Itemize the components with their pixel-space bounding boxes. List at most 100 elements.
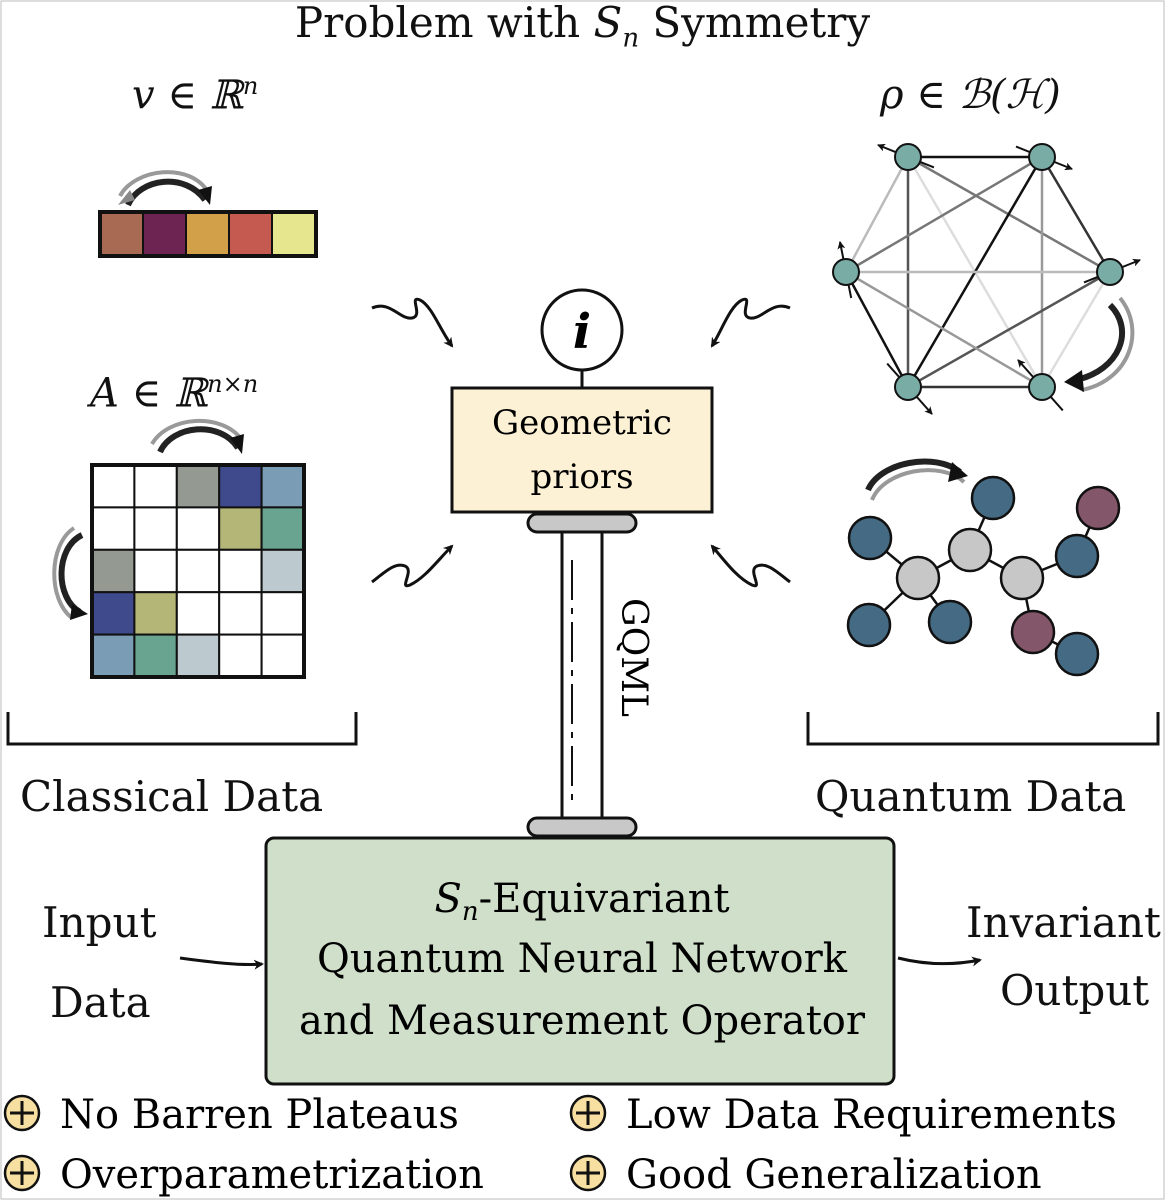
quantum-data-label: Quantum Data	[815, 772, 1127, 821]
benefit-text: Good Generalization	[626, 1152, 1042, 1198]
matrix-cell	[91, 464, 136, 509]
vector-label: v ∈ ℝn	[132, 72, 258, 118]
matrix-label-text: A ∈ ℝ	[90, 370, 208, 417]
matrix-cell	[218, 464, 263, 509]
molecule-atom	[947, 527, 993, 573]
molecule-atom	[1075, 485, 1121, 531]
matrix-cell	[218, 506, 263, 551]
matrix-cell	[260, 633, 306, 678]
benefit-text: Low Data Requirements	[626, 1092, 1117, 1138]
geometric-priors-box	[450, 386, 714, 514]
benefit-text: No Barren Plateaus	[60, 1092, 459, 1138]
vector-cell-5	[271, 211, 317, 257]
model-line1: Sn-Equivariant	[434, 876, 729, 927]
qubit-edge	[845, 270, 1043, 389]
molecule-atom	[846, 602, 892, 648]
matrix-cell	[91, 506, 136, 551]
matrix-cell	[218, 633, 263, 678]
qubit-node	[1028, 373, 1056, 401]
output-label-line1: Invariant	[966, 898, 1161, 947]
classical-data-label: Classical Data	[20, 772, 324, 821]
title-suffix: Symmetry	[639, 0, 871, 47]
geometric-priors-line2: priors	[530, 457, 633, 497]
molecule-swap-arrow-icon	[865, 458, 968, 501]
vector-cell-3	[185, 211, 230, 257]
quantum-data-bracket	[806, 712, 1160, 746]
matrix-cell	[133, 548, 178, 594]
matrix-cell	[260, 548, 306, 594]
molecule-graph	[846, 475, 1121, 677]
molecule-atom	[1054, 631, 1100, 677]
qubit-node	[894, 143, 922, 171]
squiggle-arrow-bottom-left-icon	[371, 544, 454, 588]
benefit-text: Overparametrization	[60, 1152, 484, 1198]
equivariant-qnn-box	[264, 836, 896, 1086]
gqml-label: GQML	[613, 598, 654, 717]
model-line2: Quantum Neural Network	[317, 936, 848, 982]
benefit-good-generalization: Good Generalization	[569, 1152, 1042, 1198]
matrix-cell	[91, 548, 136, 594]
matrix-cell	[175, 633, 221, 678]
gqml-pillar	[526, 512, 638, 838]
matrix-cell	[133, 506, 178, 551]
input-label-line2: Data	[50, 978, 151, 1027]
squiggle-arrow-bottom-right-icon	[710, 544, 791, 588]
molecule-atom	[927, 599, 973, 645]
vector-cell-1	[99, 211, 144, 257]
qubit-edge	[844, 156, 910, 273]
matrix-label: A ∈ ℝn×n	[90, 370, 258, 416]
qubit-edge	[907, 270, 1111, 389]
classical-matrix	[91, 464, 306, 678]
figure-title: Problem with Sn Symmetry	[0, 0, 1165, 61]
input-label-line1: Input	[42, 898, 157, 947]
qubit-node	[1028, 143, 1056, 171]
input-arrow-icon	[179, 956, 264, 970]
benefit-overparametrization: Overparametrization	[3, 1152, 484, 1198]
matrix-cell	[175, 506, 221, 551]
matrix-cell	[260, 506, 306, 551]
matrix-cell	[260, 464, 306, 509]
info-icon: i	[540, 288, 624, 388]
output-label-line2: Output	[1000, 966, 1150, 1015]
qubit-edge	[1040, 271, 1112, 388]
title-symmetry-group: S	[593, 0, 623, 47]
molecule-atom	[1010, 609, 1056, 655]
qubit-edge	[1040, 156, 1112, 273]
squiggle-arrow-top-right-icon	[710, 297, 791, 348]
vector-label-sup: n	[242, 72, 259, 100]
squiggle-arrow-top-left-icon	[371, 297, 454, 348]
classical-data-bracket	[6, 712, 358, 746]
qubit-node	[1096, 258, 1124, 286]
output-arrow-icon	[897, 956, 982, 967]
matrix-border	[90, 463, 306, 679]
matrix-cell	[260, 591, 306, 636]
density-matrix-label: ρ ∈ ℬ(ℋ)	[880, 72, 1061, 118]
matrix-label-sup: n×n	[207, 370, 259, 398]
benefit-low-data-requirements: Low Data Requirements	[569, 1092, 1117, 1138]
info-symbol: i	[573, 304, 591, 360]
geometric-priors-line1: Geometric	[492, 403, 672, 443]
matrix-cell	[175, 591, 221, 636]
molecule-atom	[1054, 533, 1100, 579]
matrix-cell	[133, 464, 178, 509]
vector-cell-2	[142, 211, 187, 257]
title-prefix: Problem with	[294, 0, 594, 47]
qubit-node	[832, 258, 860, 286]
qubit-edge	[844, 271, 910, 388]
model-line1-rest: -Equivariant	[479, 876, 730, 922]
qubit-node	[894, 373, 922, 401]
matrix-row-swap-arrow-icon	[52, 526, 88, 620]
model-line1-subscript: n	[462, 897, 479, 927]
molecule-atom	[895, 555, 941, 601]
molecule-atom	[847, 515, 893, 561]
matrix-cell	[91, 591, 136, 636]
matrix-cell	[218, 591, 263, 636]
molecule-atom	[999, 555, 1045, 601]
matrix-cell	[133, 633, 178, 678]
vector-cell-4	[228, 211, 273, 257]
title-symmetry-subscript: n	[622, 23, 640, 54]
matrix-cell	[175, 464, 221, 509]
model-line3: and Measurement Operator	[299, 998, 866, 1044]
